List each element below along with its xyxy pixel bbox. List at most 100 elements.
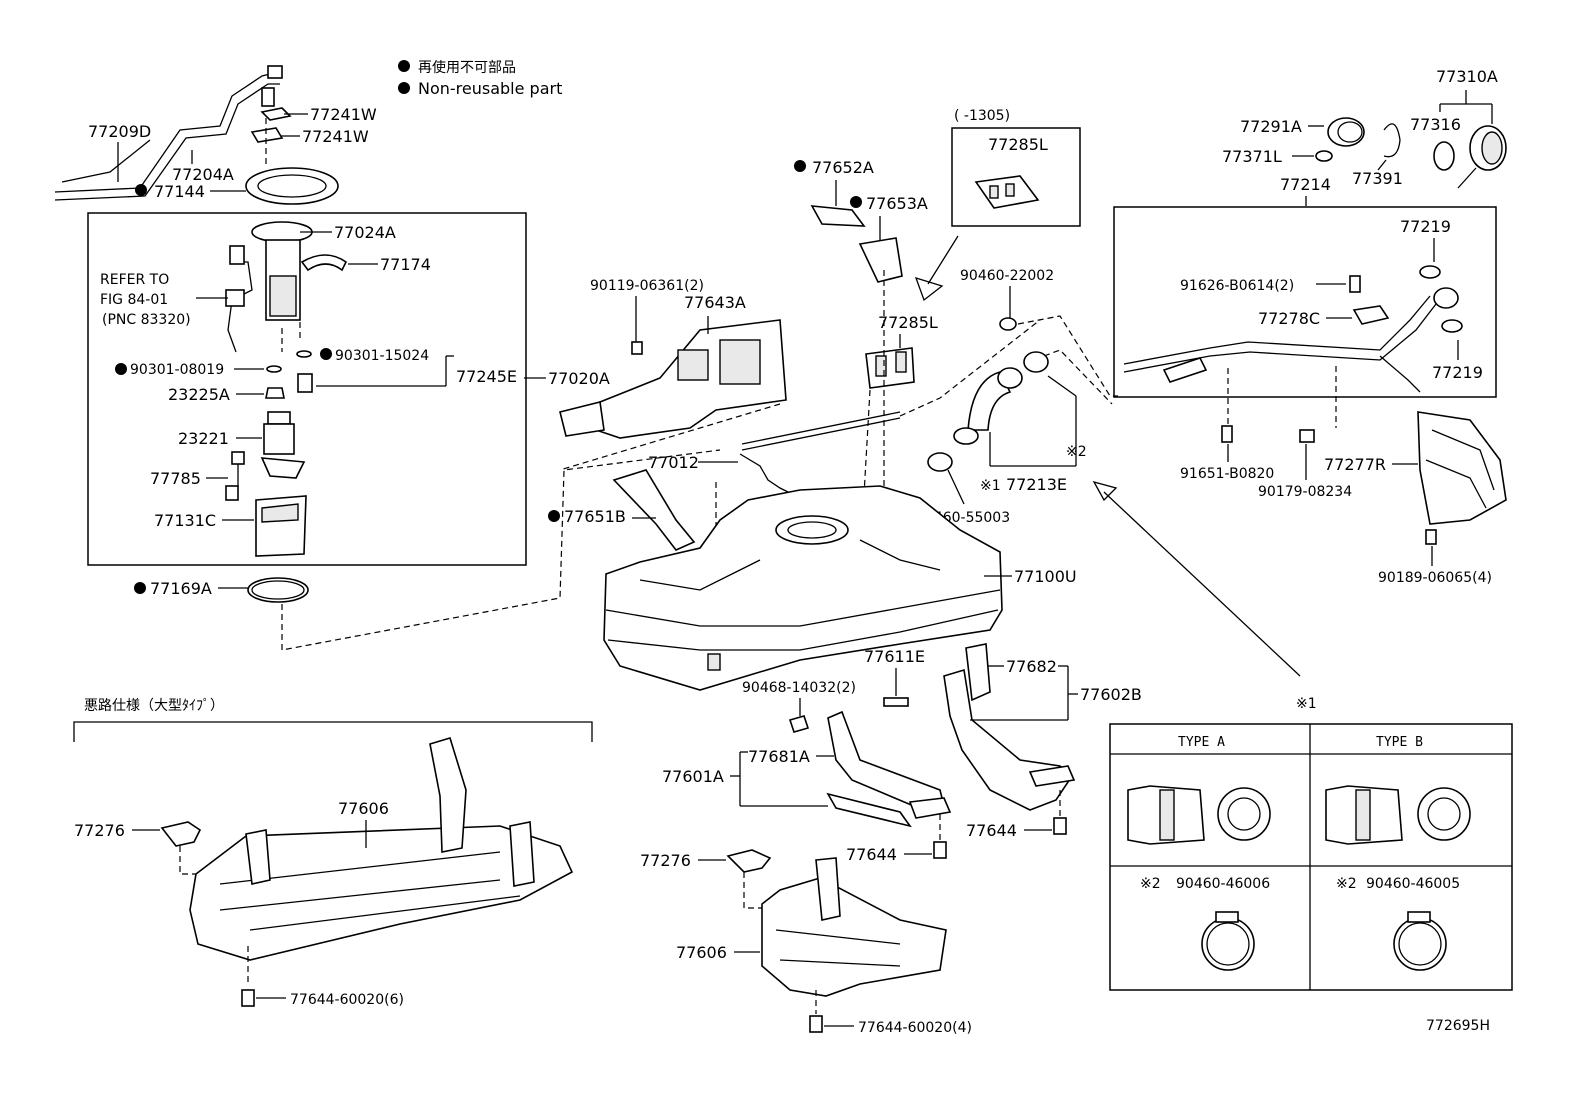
pad-77652a [810,205,866,227]
arrow-mark1 [1092,480,1301,677]
label-77285l-b: 77285L [878,313,938,332]
gasket-90301-15024 [296,350,312,358]
label-77219-a: 77219 [1400,217,1451,236]
label-77651b: 77651B [564,507,626,526]
non-reusable-dot-90301-08019 [115,363,127,375]
pump-motor-23221 [260,411,306,479]
label-77020a: 77020A [548,369,610,388]
label-77241w-a: 77241W [310,105,377,124]
gasket-77169a [247,577,309,603]
label-77371l: 77371L [1222,147,1282,166]
o-ring-77371l [1315,150,1333,162]
label-91651-b0820: 91651-B0820 [1180,466,1274,482]
label-77241w-b: 77241W [302,127,369,146]
label-77644-60020-6: 77644-60020(6) [290,992,404,1008]
label-clamp-a-mark: ※2 [1140,876,1161,892]
label-90301-15024: 90301-15024 [335,348,429,364]
label-90189-06065: 90189-06065(4) [1378,570,1492,586]
hose-type-a [1127,785,1271,845]
label-23225a: 23225A [168,385,230,404]
legend-en: Non-reusable part [418,79,562,98]
bolt-91651 [1221,425,1233,443]
legend-jp: 再使用不可部品 [418,59,516,76]
bracket-rough-road [73,721,593,742]
label-77316: 77316 [1410,115,1461,134]
label-77209d: 77209D [88,122,151,141]
legend-dot-en [398,82,410,94]
label-refer-2: FIG 84-01 [100,292,168,308]
fuel-pump-assembly-box [87,212,527,566]
label-77785: 77785 [150,469,201,488]
label-77024a: 77024A [334,223,396,242]
fuel-tank-77100u [603,485,1003,691]
label-77277r: 77277R [1324,455,1386,474]
hose-77213e [953,351,1049,445]
label-77682: 77682 [1006,657,1057,676]
label-77169a: 77169A [150,579,212,598]
label-90460-22002: 90460-22002 [960,268,1054,284]
pump-bracket-77131c [255,495,307,557]
label-90119-06361: 90119-06361(2) [590,278,704,294]
ring-77391 [1383,123,1401,158]
hose-type-b [1325,785,1471,845]
bolt-77611e [883,697,909,707]
label-23221: 23221 [178,429,229,448]
label-77204a: 77204A [172,165,234,184]
skid-plate-77606-small [761,857,947,997]
filter-23225a [265,387,285,399]
bolt-91626 [1349,275,1361,293]
label-77144: 77144 [154,182,205,201]
label-1305: ( -1305) [954,108,1010,124]
pump-flange-77024a [225,221,313,353]
nut-90179 [1299,429,1315,443]
type-table [1109,723,1513,991]
label-90179-08234: 90179-08234 [1258,484,1352,500]
label-77131c: 77131C [154,511,216,530]
label-77643a: 77643A [684,293,746,312]
bolt-90189 [1425,529,1437,545]
regulator-77245e [297,373,313,393]
label-type-b: TYPE B [1376,735,1423,750]
label-refer-1: REFER TO [100,272,169,288]
label-clamp-b-mark: ※2 [1336,876,1357,892]
filler-pipe [1123,287,1459,393]
bolt-77644-60020-6 [241,989,255,1007]
tube-77012 [739,411,901,499]
label-77285l-a: 77285L [988,135,1048,154]
bracket-77276-b [726,849,772,873]
label-77276-b: 77276 [640,851,691,870]
label-type-a: TYPE A [1178,735,1225,750]
label-77606-a: 77606 [338,799,389,818]
non-reusable-dot-77651b [548,510,560,522]
label-91626-b0614: 91626-B0614(2) [1180,278,1294,294]
clip-77219-lower [1441,319,1463,333]
label-77644-a: 77644 [846,845,897,864]
label-77219-b: 77219 [1432,363,1483,382]
bolt-90119 [631,341,643,355]
clamp-90460-22002 [999,317,1017,331]
gasket-90301-08019 [266,365,282,373]
legend-dot-jp [398,60,410,72]
band-77601a-lower [826,792,912,828]
label-77391: 77391 [1352,169,1403,188]
non-reusable-dot-77653a [850,196,862,208]
bolt-77644-60020-4 [809,1015,823,1033]
non-reusable-dot-77144 [135,184,147,196]
strap-77651b [612,469,696,551]
label-clamp-a: 90460-46006 [1176,876,1270,892]
label-77644-60020-4: 77644-60020(4) [858,1020,972,1036]
band-77681a [827,710,952,819]
label-77611e: 77611E [864,647,925,666]
protector-77277r [1417,411,1507,525]
clip-77241w-upper [260,107,292,121]
label-77601a: 77601A [662,767,724,786]
label-90301-08019: 90301-08019 [130,362,224,378]
label-77100u: 77100U [1014,567,1077,586]
retainer-ring-77144 [245,167,339,205]
label-77174: 77174 [380,255,431,274]
bolt-77644-b [1053,817,1067,835]
label-clamp-b: 90460-46005 [1366,876,1460,892]
label-77310a: 77310A [1436,67,1498,86]
box-filler-pipe [1113,206,1497,398]
